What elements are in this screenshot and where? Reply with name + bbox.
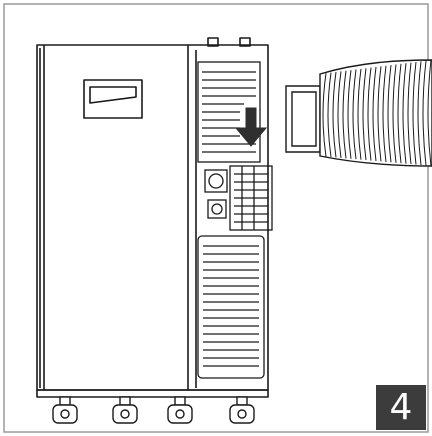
hose-rib bbox=[362, 68, 367, 161]
caster-wheel bbox=[52, 396, 78, 424]
hose-rib bbox=[412, 61, 417, 165]
hose-rib bbox=[357, 68, 362, 160]
caster-wheel bbox=[229, 396, 255, 424]
hose-rib bbox=[332, 71, 337, 158]
hose-rib bbox=[382, 65, 387, 162]
caster-wheels bbox=[52, 396, 255, 424]
hose-rib bbox=[387, 65, 392, 163]
step-number-badge: 4 bbox=[376, 385, 426, 430]
air-conditioner-unit bbox=[36, 37, 269, 398]
hose-rib bbox=[342, 70, 347, 159]
hose-rib bbox=[372, 66, 377, 162]
hose-rib bbox=[352, 69, 357, 160]
hose-rib bbox=[402, 63, 407, 164]
caster-wheel bbox=[112, 396, 138, 424]
hose-rib bbox=[397, 63, 402, 164]
hose-rib bbox=[327, 72, 332, 158]
hose-rib bbox=[407, 62, 412, 165]
hose-rib bbox=[392, 64, 397, 163]
hose-rib bbox=[417, 61, 422, 166]
hose-rib bbox=[422, 60, 427, 166]
hose-rib bbox=[322, 73, 327, 157]
hose-rib bbox=[367, 67, 372, 161]
control-panel bbox=[204, 165, 273, 231]
upper-exhaust-grille bbox=[197, 61, 261, 163]
hose-rib bbox=[347, 70, 352, 159]
illustration-frame bbox=[3, 3, 429, 433]
handle-slot bbox=[83, 79, 143, 119]
hose-ribs bbox=[322, 60, 432, 166]
hose-rib bbox=[377, 66, 382, 162]
lower-intake-grille bbox=[197, 235, 265, 379]
caster-wheel bbox=[167, 396, 193, 424]
down-arrow-icon bbox=[234, 107, 268, 147]
hose-rib bbox=[427, 60, 432, 166]
hose-rib bbox=[337, 71, 342, 158]
